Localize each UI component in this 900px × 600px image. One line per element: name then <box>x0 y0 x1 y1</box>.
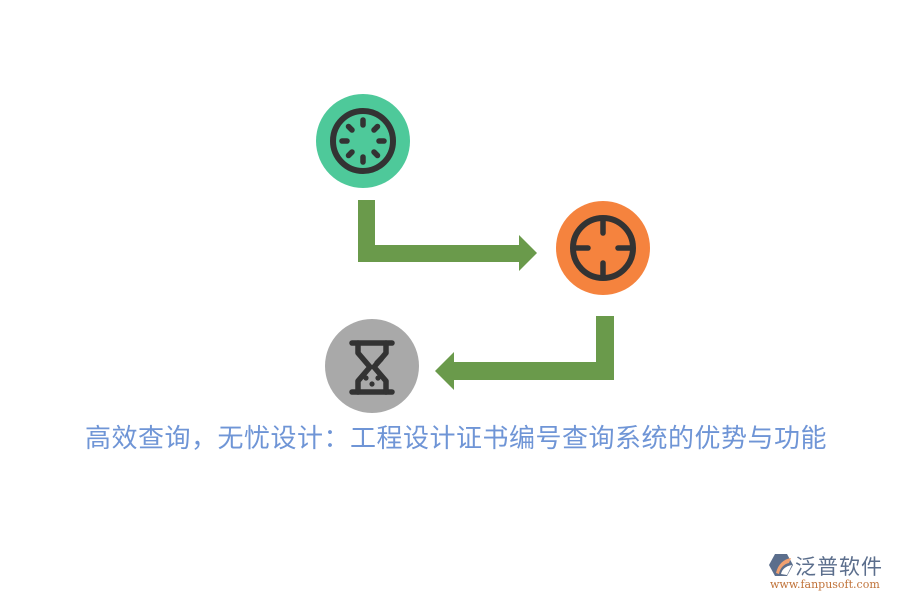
fanpu-logo-icon <box>769 554 793 576</box>
step-1-node <box>316 94 410 188</box>
hourglass-icon <box>349 340 395 395</box>
arrow-step2-to-step3 <box>435 316 614 390</box>
brand-url: www.fanpusoft.com <box>770 578 880 591</box>
crosshair-target-icon <box>570 215 636 281</box>
brand-logo: 泛普软件 www.fanpusoft.com <box>768 551 896 596</box>
arrow-step1-to-step2 <box>358 200 537 271</box>
loading-spinner-icon <box>330 108 396 174</box>
brand-name: 泛普软件 <box>795 555 883 579</box>
diagram-title: 高效查询，无忧设计：工程设计证书编号查询系统的优势与功能 <box>84 424 827 454</box>
step-3-node <box>325 319 419 413</box>
step-2-node <box>556 201 650 295</box>
